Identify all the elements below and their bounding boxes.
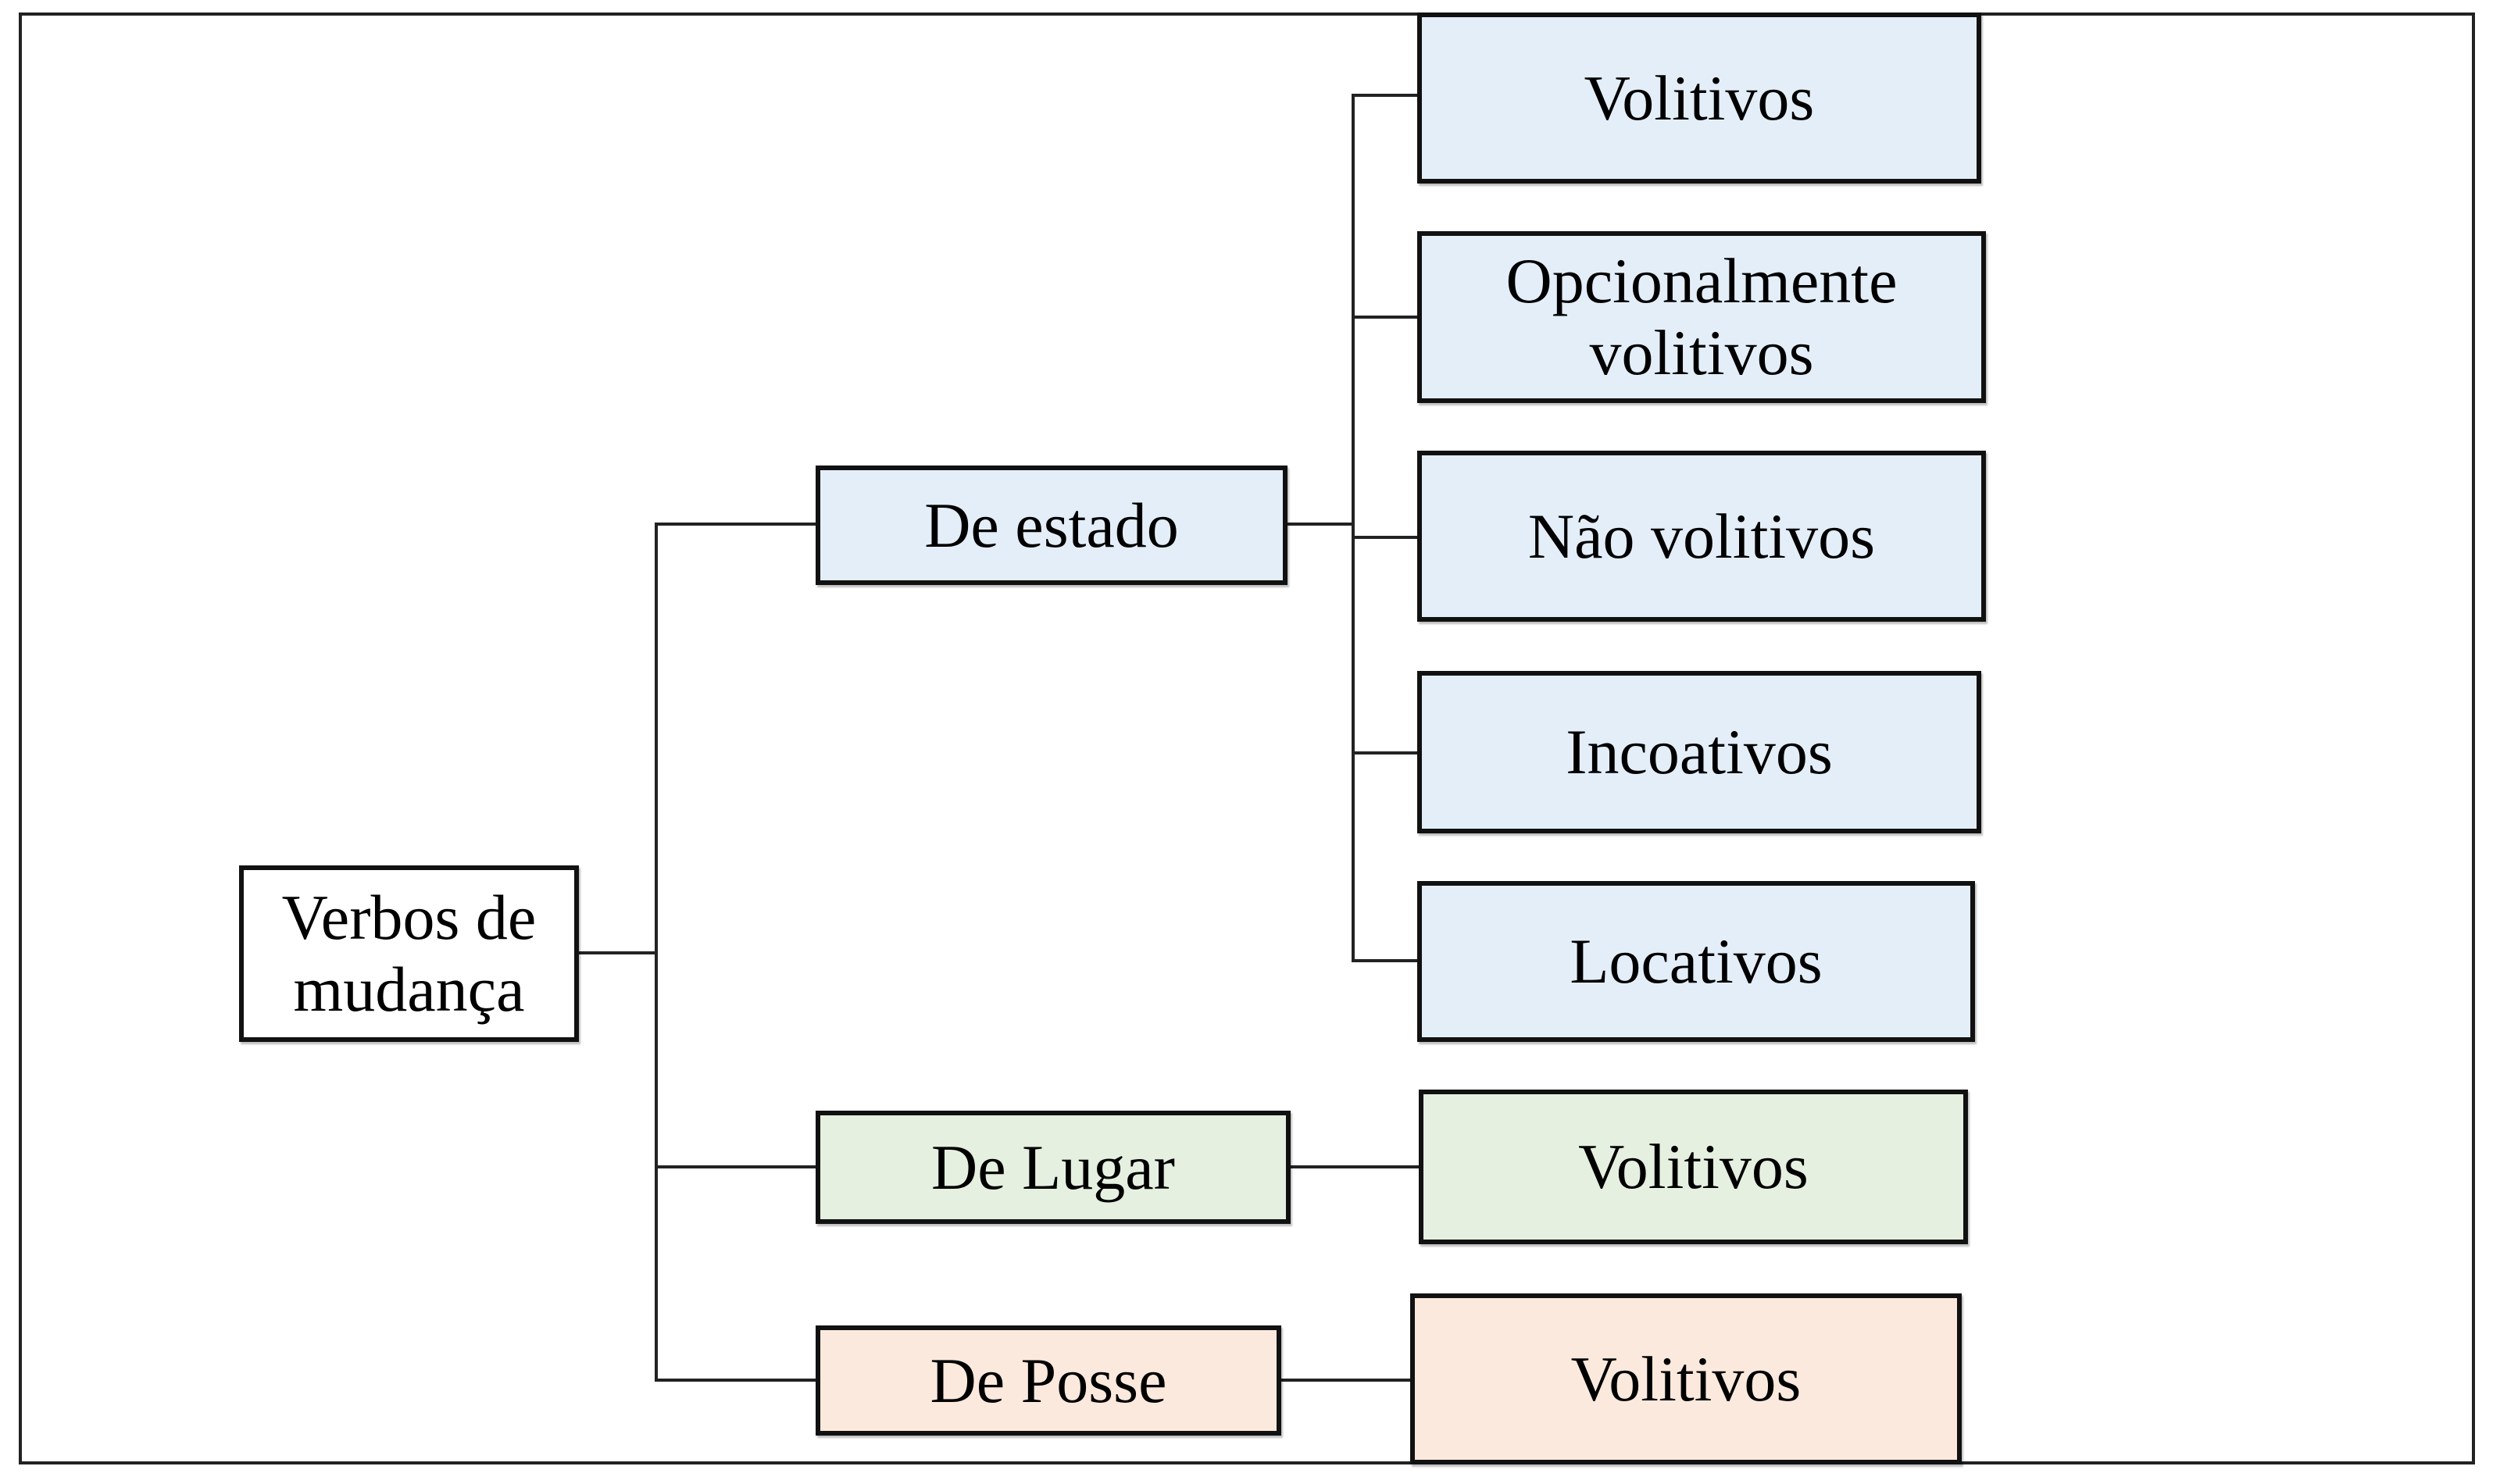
node-label-line1: Volitivos bbox=[1578, 1131, 1809, 1203]
node-label-line2: volitivos bbox=[1589, 317, 1814, 388]
diagram-frame bbox=[19, 12, 2475, 1464]
connector-de-posse-child bbox=[1281, 1379, 1410, 1382]
connector-de-estado-trunk bbox=[1352, 94, 1355, 962]
connector-to-estado-child-3 bbox=[1352, 536, 1417, 539]
node-estado-locativos: Locativos bbox=[1417, 881, 1975, 1042]
connector-root-trunk bbox=[655, 523, 658, 1382]
node-label-line1: Verbos de bbox=[281, 882, 537, 954]
node-label: De Posse bbox=[930, 1344, 1167, 1416]
connector-de-estado-stub bbox=[1288, 523, 1355, 526]
connector-root-stub bbox=[579, 951, 658, 954]
connector-to-estado-child-5 bbox=[1352, 959, 1417, 962]
node-label: De Lugar bbox=[931, 1131, 1175, 1203]
node-label-line1: Opcionalmente bbox=[1505, 245, 1898, 317]
connector-de-lugar-child bbox=[1291, 1165, 1419, 1168]
node-lugar-volitivos: Volitivos bbox=[1419, 1090, 1968, 1244]
node-label-line2: mudança bbox=[293, 954, 525, 1025]
node-estado-volitivos: Volitivos bbox=[1417, 12, 1981, 184]
connector-to-estado-child-2 bbox=[1352, 316, 1417, 319]
node-estado-nao-volitivos: Não volitivos bbox=[1417, 451, 1986, 622]
connector-to-de-estado bbox=[655, 523, 816, 526]
node-de-lugar: De Lugar bbox=[816, 1111, 1291, 1224]
node-de-posse: De Posse bbox=[816, 1325, 1281, 1436]
node-label-line1: Incoativos bbox=[1566, 716, 1833, 788]
node-posse-volitivos: Volitivos bbox=[1410, 1293, 1962, 1464]
node-de-estado: De estado bbox=[816, 466, 1288, 585]
node-label-line1: Volitivos bbox=[1584, 62, 1815, 134]
node-estado-opcionalmente-volitivos: Opcionalmente volitivos bbox=[1417, 231, 1986, 403]
connector-to-de-posse bbox=[655, 1379, 816, 1382]
connector-to-de-lugar bbox=[655, 1165, 816, 1168]
node-label: De estado bbox=[924, 489, 1179, 561]
node-estado-incoativos: Incoativos bbox=[1417, 671, 1981, 833]
connector-to-estado-child-4 bbox=[1352, 751, 1417, 754]
node-label-line1: Volitivos bbox=[1570, 1343, 1802, 1414]
connector-to-estado-child-1 bbox=[1352, 94, 1417, 97]
node-label-line1: Locativos bbox=[1570, 926, 1823, 997]
node-label-line1: Não volitivos bbox=[1527, 500, 1876, 572]
node-root-verbos-de-mudanca: Verbos de mudança bbox=[239, 865, 579, 1042]
